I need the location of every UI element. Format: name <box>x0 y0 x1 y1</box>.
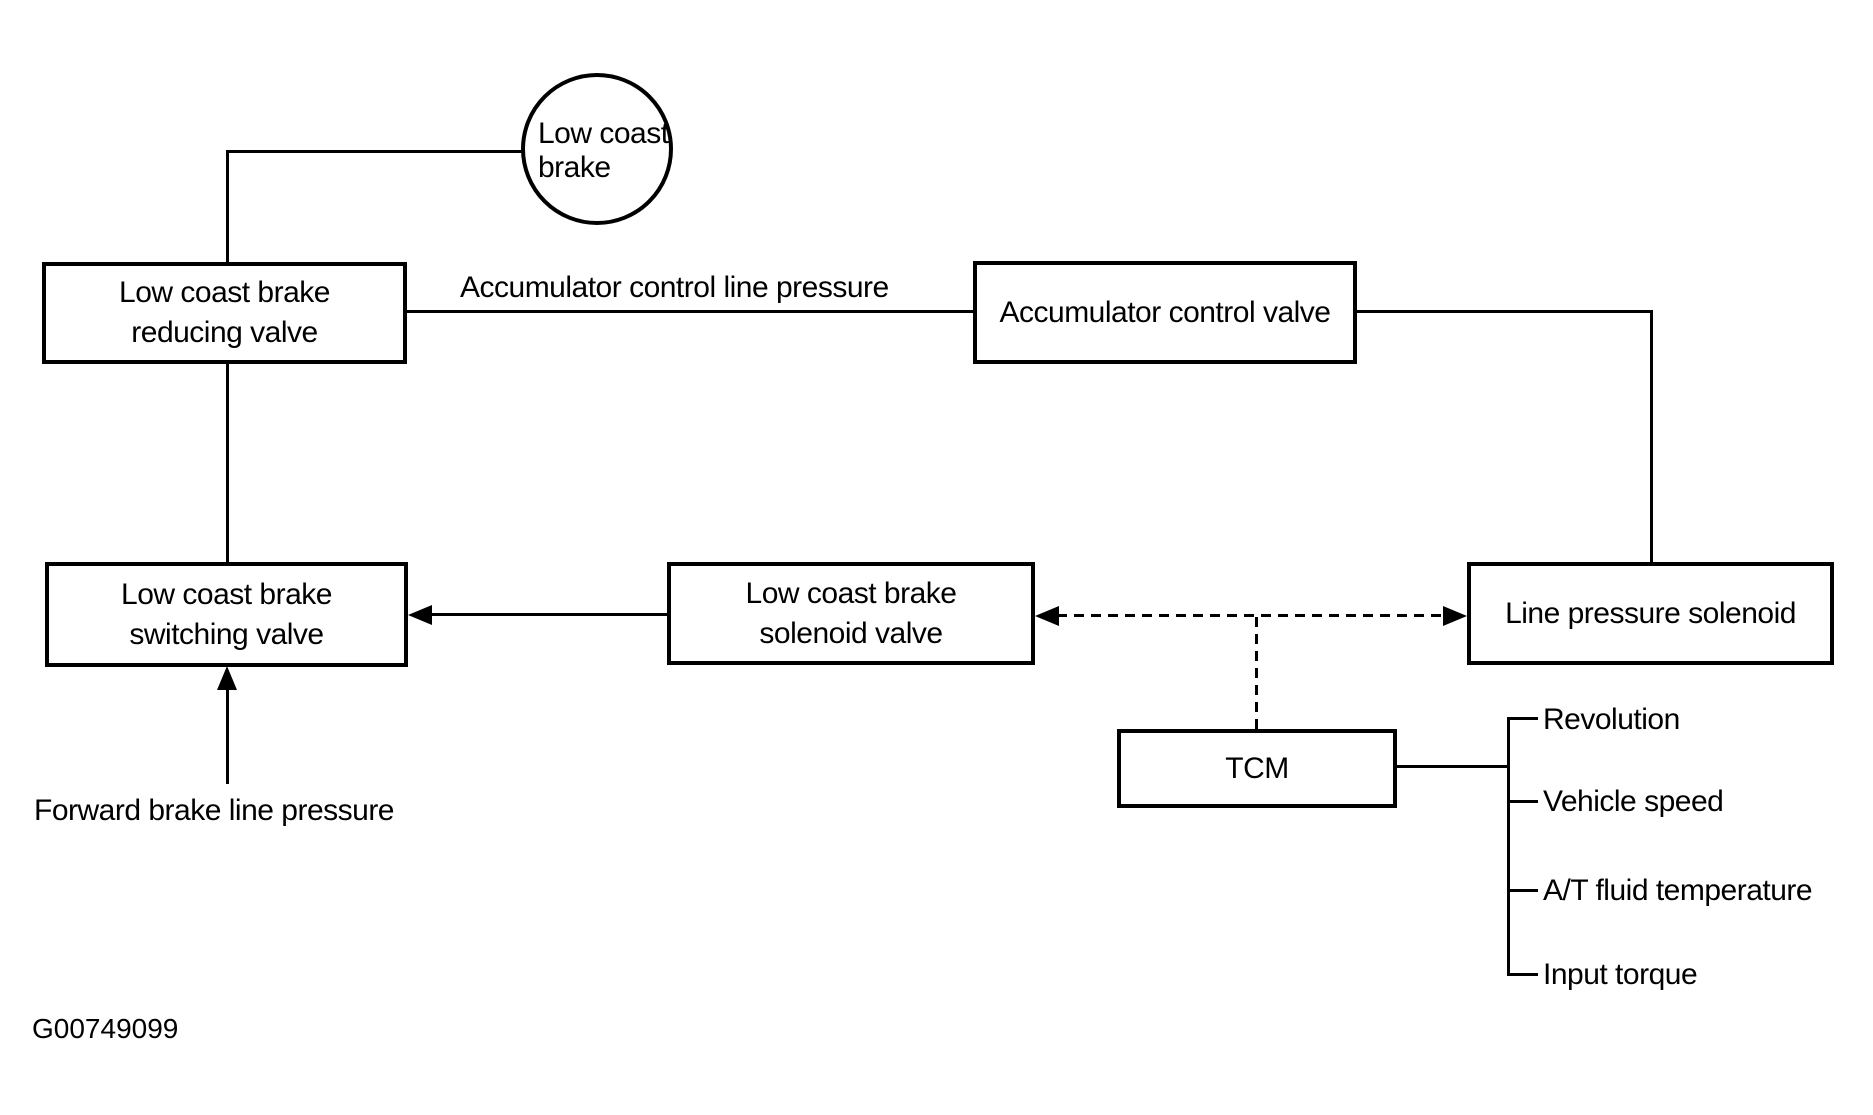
connector-solenoid-to-switching <box>428 613 668 616</box>
tcm-input-vehicle-speed: Vehicle speed <box>1543 785 1724 818</box>
label-forward-brake-line-pressure: Forward brake line pressure <box>34 794 395 827</box>
node-switching-valve: Low coast brake switching valve <box>45 562 408 667</box>
node-solenoid-valve-label: Low coast brake solenoid valve <box>745 576 957 650</box>
connector-forward-brake-arrow-line <box>226 688 229 784</box>
arrowhead-into-switching-valve <box>408 605 432 625</box>
arrowhead-into-line-pressure-solenoid <box>1443 606 1467 626</box>
connector-circle-horizontal <box>228 150 522 153</box>
node-low-coast-brake: Low coast brake <box>521 73 673 225</box>
node-reducing-valve-label: Low coast brake reducing valve <box>119 276 330 349</box>
arrowhead-into-switching-valve-bottom <box>217 666 237 690</box>
node-accumulator-control-valve: Accumulator control valve <box>973 261 1357 364</box>
node-line-pressure-solenoid: Line pressure solenoid <box>1467 562 1834 665</box>
connector-circle-vertical <box>226 150 229 264</box>
connector-reducing-to-switching <box>226 362 229 564</box>
node-tcm-label: TCM <box>1225 751 1289 785</box>
tcm-input-revolution: Revolution <box>1543 703 1680 736</box>
signal-tick-input-torque <box>1508 973 1538 976</box>
connector-reducing-to-accumulator <box>405 310 973 313</box>
tcm-input-input-torque: Input torque <box>1543 958 1698 991</box>
signal-tick-at-fluid-temperature <box>1508 889 1538 892</box>
connector-tcm-to-bracket <box>1397 765 1509 768</box>
connector-accumulator-right <box>1357 310 1653 313</box>
dashed-connector-solenoid-to-line-pressure <box>1057 614 1445 617</box>
node-switching-valve-label: Low coast brake switching valve <box>121 577 332 651</box>
signal-tick-vehicle-speed <box>1508 800 1538 803</box>
node-solenoid-valve: Low coast brake solenoid valve <box>667 562 1035 665</box>
signal-tick-revolution <box>1508 717 1538 720</box>
node-accumulator-control-valve-label: Accumulator control valve <box>999 295 1331 329</box>
label-accumulator-control-line-pressure: Accumulator control line pressure <box>460 271 889 304</box>
node-line-pressure-solenoid-label: Line pressure solenoid <box>1505 596 1796 630</box>
figure-id: G00749099 <box>32 1013 179 1044</box>
node-reducing-valve: Low coast brake reducing valve <box>42 262 407 364</box>
tcm-input-at-fluid-temperature: A/T fluid temperature <box>1543 874 1813 907</box>
connector-down-to-line-pressure-solenoid <box>1650 310 1653 564</box>
signal-bracket-vertical <box>1507 717 1510 976</box>
dashed-connector-tcm-vertical <box>1255 617 1258 730</box>
arrowhead-into-solenoid-valve <box>1035 606 1059 626</box>
node-low-coast-brake-label: Low coast brake <box>538 117 669 184</box>
node-tcm: TCM <box>1117 729 1397 808</box>
